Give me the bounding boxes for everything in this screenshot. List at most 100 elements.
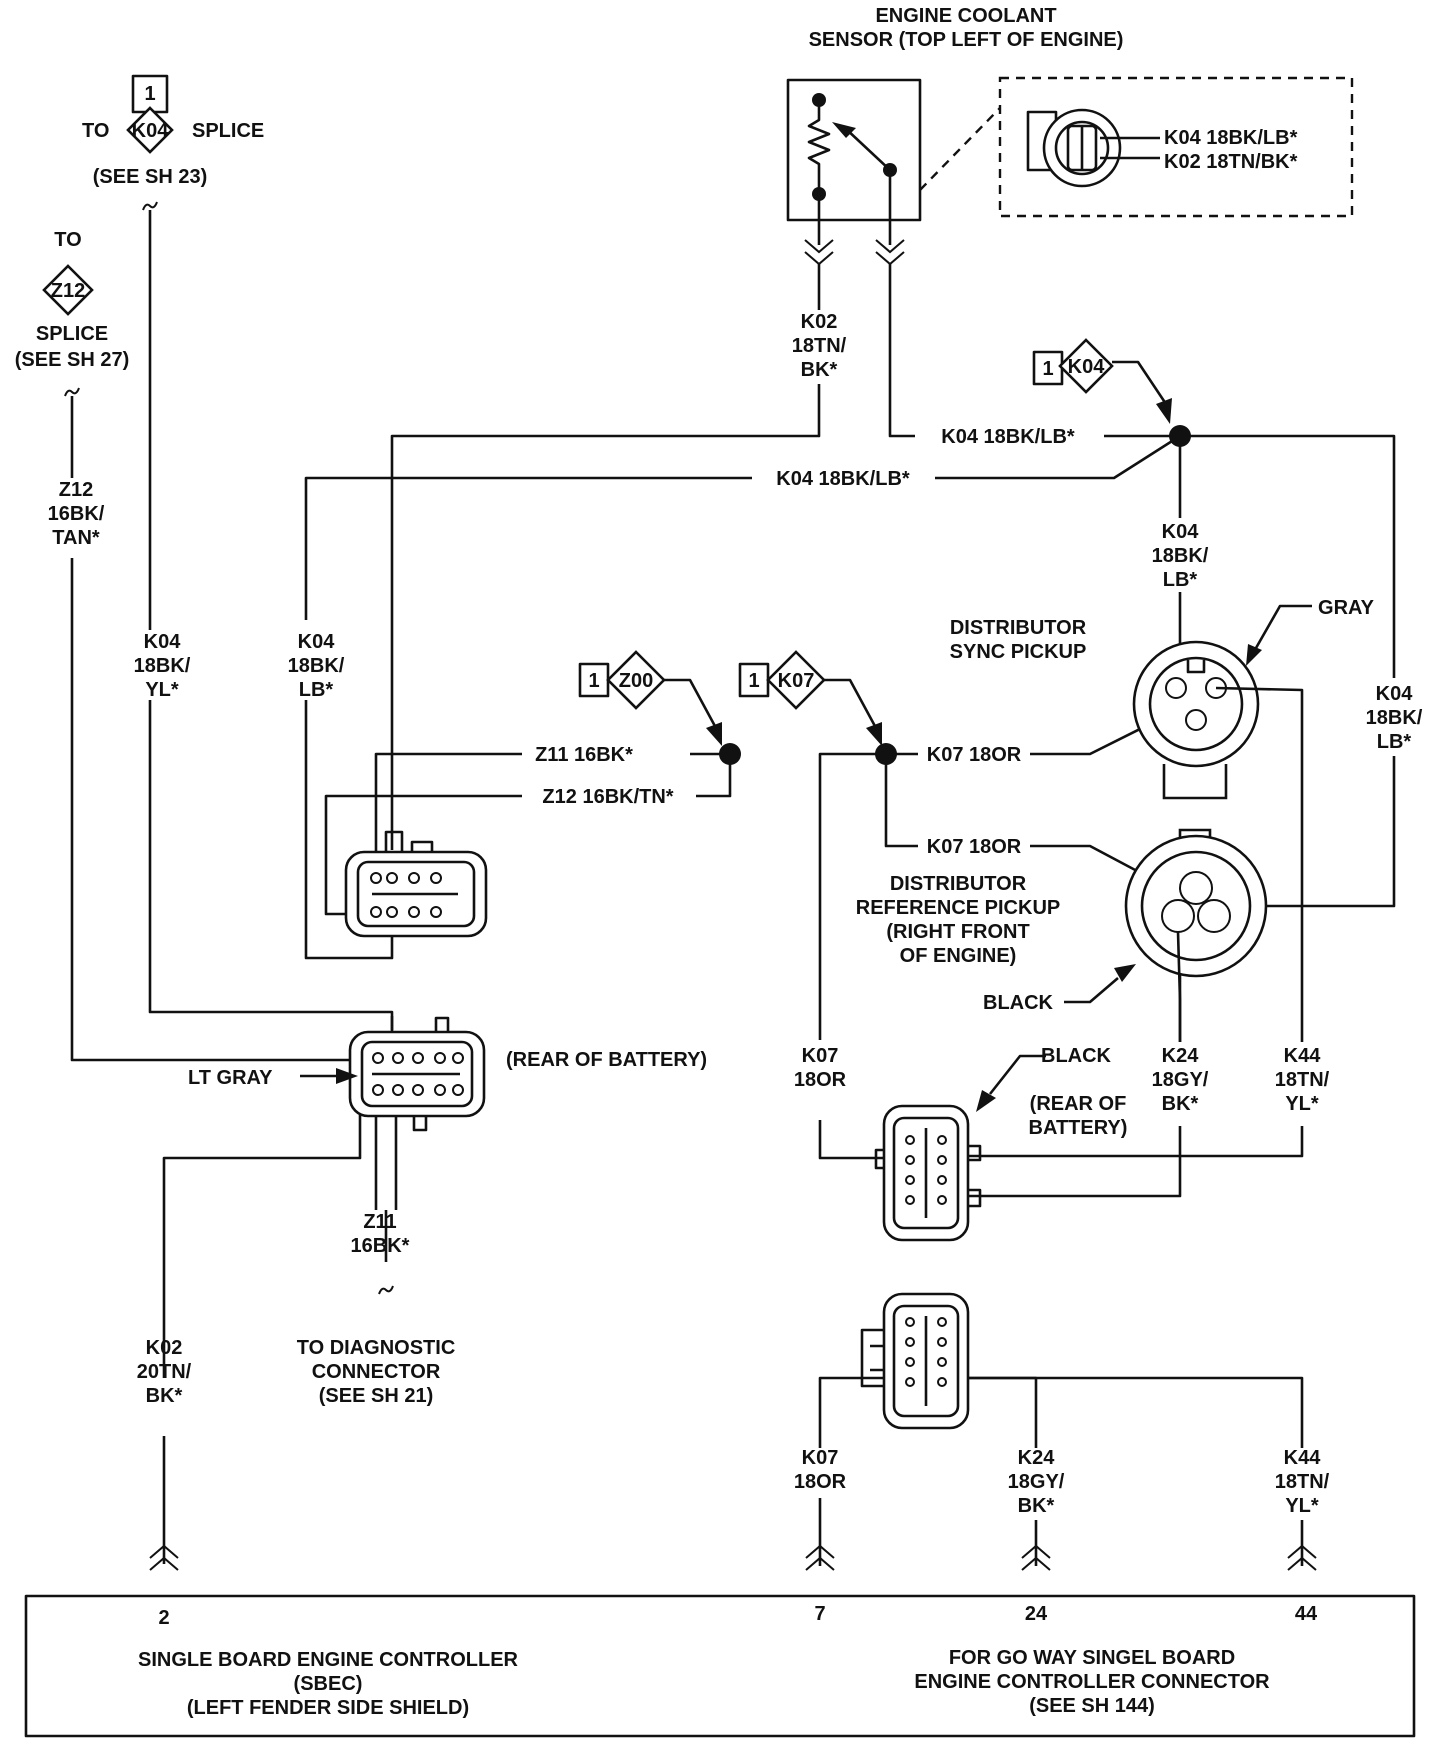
k04-down-l3: LB* <box>1163 569 1198 591</box>
k07-tag-diamond: K07 <box>778 670 815 692</box>
z12-h: Z12 16BK/TN* <box>542 786 673 808</box>
k04-right-l1: K04 <box>1376 683 1414 705</box>
pin-7: 7 <box>814 1603 825 1625</box>
k04-splice-reference: 1 K04 TO SPLICE (SEE SH 23) <box>82 74 264 211</box>
sbec-right-l2: ENGINE CONTROLLER CONNECTOR <box>914 1671 1270 1693</box>
z12-left-l3: TAN* <box>52 527 100 549</box>
k24-low-l3: BK* <box>1018 1495 1055 1517</box>
k07-splice-dot <box>875 743 897 765</box>
k04-right-l3: LB* <box>1377 731 1412 753</box>
k07-mid-l2: 18OR <box>794 1069 847 1091</box>
pin-2: 2 <box>158 1607 169 1629</box>
sbec-right-l3: (SEE SH 144) <box>1029 1695 1155 1717</box>
k04-ref-diamond: K04 <box>132 120 170 142</box>
inset-wire-1-label: K04 18BK/LB* <box>1164 127 1298 149</box>
k44-low-l1: K44 <box>1284 1447 1322 1469</box>
ref-pickup-l2: REFERENCE PICKUP <box>856 897 1060 919</box>
k24-low-l2: 18GY/ <box>1008 1471 1065 1493</box>
k02-sensor-l3: BK* <box>801 359 838 381</box>
k44-low-l2: 18TN/ <box>1275 1471 1330 1493</box>
black-conn-label: BLACK <box>1041 1045 1112 1067</box>
wire-labels: K02 18TN/ BK* K04 18BK/LB* K04 18BK/LB* … <box>48 311 1423 1517</box>
k02-bottom-l1: K02 <box>146 1337 183 1359</box>
z11-h: Z11 16BK* <box>535 744 633 766</box>
k24-mid-l1: K24 <box>1162 1045 1200 1067</box>
k04-yl-l1: K04 <box>144 631 182 653</box>
k04-down-l1: K04 <box>1162 521 1200 543</box>
distributor-sync-pickup: DISTRIBUTOR SYNC PICKUP GRAY <box>950 597 1375 800</box>
k04-ref-see: (SEE SH 23) <box>93 166 207 188</box>
z11-down-l1: Z11 <box>363 1211 396 1233</box>
diag-l3: (SEE SH 21) <box>319 1385 433 1407</box>
pin-44: 44 <box>1295 1603 1318 1625</box>
z12-ref-splice: SPLICE <box>36 323 108 345</box>
k04-right-l2: 18BK/ <box>1366 707 1423 729</box>
k07-mid-l1: K07 <box>802 1045 839 1067</box>
distributor-reference-pickup: DISTRIBUTOR REFERENCE PICKUP (RIGHT FRON… <box>856 828 1268 1042</box>
connector-lt-gray: (REAR OF BATTERY) LT GRAY <box>188 1016 707 1132</box>
k02-sensor-l1: K02 <box>801 311 838 333</box>
ref-pickup-l4: OF ENGINE) <box>900 945 1017 967</box>
z12-ref-diamond: Z12 <box>51 280 85 302</box>
z12-left-l1: Z12 <box>59 479 93 501</box>
k07-upper: K07 18OR <box>927 744 1022 766</box>
sync-pickup-l1: DISTRIBUTOR <box>950 617 1087 639</box>
k07-lower: K07 18OR <box>927 836 1022 858</box>
k07-low-l2: 18OR <box>794 1471 847 1493</box>
coolant-sensor-body <box>786 78 922 222</box>
z00-splice-dot <box>719 743 741 765</box>
sync-pickup-l2: SYNC PICKUP <box>950 641 1087 663</box>
coolant-sensor-title-1: ENGINE COOLANT <box>875 5 1056 27</box>
z12-ref-see: (SEE SH 27) <box>15 349 129 371</box>
z00-tag-diamond: Z00 <box>619 670 653 692</box>
k04-splice-dot <box>1169 425 1191 447</box>
k04-ref-prefix: TO <box>82 120 109 142</box>
k07-low-l1: K07 <box>802 1447 839 1469</box>
k44-mid-l3: YL* <box>1285 1093 1319 1115</box>
k04-splice-tag: 1 K04 <box>1032 338 1172 424</box>
rear-battery-right-l2: BATTERY) <box>1029 1117 1128 1139</box>
coolant-sensor-title-2: SENSOR (TOP LEFT OF ENGINE) <box>809 29 1124 51</box>
k04-tag-diamond: K04 <box>1068 356 1106 378</box>
k04-lb-left-l2: 18BK/ <box>288 655 345 677</box>
engine-coolant-sensor: ENGINE COOLANT SENSOR (TOP LEFT OF ENGIN… <box>786 5 1354 265</box>
k04-sensor-h: K04 18BK/LB* <box>941 426 1075 448</box>
k04-ref-box-number: 1 <box>144 83 155 105</box>
pin-24: 24 <box>1025 1603 1048 1625</box>
ref-pickup-l1: DISTRIBUTOR <box>890 873 1027 895</box>
connector-upper-left <box>344 830 488 938</box>
connector-black: BLACK (REAR OF BATTERY) <box>874 1045 1128 1242</box>
k04-yl-l3: YL* <box>145 679 179 701</box>
diag-l2: CONNECTOR <box>312 1361 441 1383</box>
k04-down-l2: 18BK/ <box>1152 545 1209 567</box>
k04-long-h: K04 18BK/LB* <box>776 468 910 490</box>
lt-gray-label: LT GRAY <box>188 1067 273 1089</box>
rear-battery-left-label: (REAR OF BATTERY) <box>506 1049 707 1071</box>
diagnostic-connector-reference: TO DIAGNOSTIC CONNECTOR (SEE SH 21) <box>297 1337 456 1407</box>
k02-sensor-l2: 18TN/ <box>792 335 847 357</box>
k44-mid-l2: 18TN/ <box>1275 1069 1330 1091</box>
z11-down-l2: 16BK* <box>351 1235 410 1257</box>
k44-low-l3: YL* <box>1285 1495 1319 1517</box>
k04-yl-l2: 18BK/ <box>134 655 191 677</box>
k24-low-l1: K24 <box>1018 1447 1056 1469</box>
diag-l1: TO DIAGNOSTIC <box>297 1337 456 1359</box>
inset-wire-2-label: K02 18TN/BK* <box>1164 151 1298 173</box>
k24-mid-l2: 18GY/ <box>1152 1069 1209 1091</box>
k02-bottom-l2: 20TN/ <box>137 1361 192 1383</box>
k04-tag-box: 1 <box>1042 358 1053 380</box>
gray-label: GRAY <box>1318 597 1375 619</box>
rear-battery-right-l1: (REAR OF <box>1030 1093 1127 1115</box>
sbec-left-l3: (LEFT FENDER SIDE SHIELD) <box>187 1697 469 1719</box>
sbec-right-l1: FOR GO WAY SINGEL BOARD <box>949 1647 1235 1669</box>
sbec-controller: 2 7 24 44 SINGLE BOARD ENGINE CONTROLLER… <box>24 1545 1416 1738</box>
k02-bottom-l3: BK* <box>146 1385 183 1407</box>
ref-pickup-l3: (RIGHT FRONT <box>886 921 1029 943</box>
z12-ref-to: TO <box>54 229 81 251</box>
coolant-sensor-inset <box>998 76 1354 218</box>
k44-mid-l1: K44 <box>1284 1045 1322 1067</box>
sbec-left-l2: (SBEC) <box>294 1673 363 1695</box>
black-ref-label: BLACK <box>983 992 1054 1014</box>
z00-tag-box: 1 <box>588 670 599 692</box>
